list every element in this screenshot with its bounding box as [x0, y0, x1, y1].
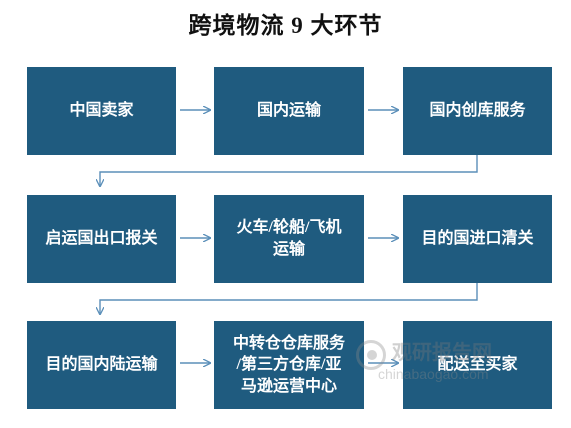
step-label: 配送至买家 — [437, 356, 518, 374]
arrow-3-4 — [100, 155, 478, 186]
step-label: 火车/轮船/飞机 运输 — [236, 219, 342, 258]
step-destination-inland-transport: 目的国内陆运输 — [27, 321, 176, 409]
step-label: 目的国进口清关 — [421, 230, 534, 248]
step-china-seller: 中国卖家 — [27, 67, 176, 155]
step-transit-warehouse: 中转仓仓库服务 /第三方仓库/亚 马逊运营中心 — [214, 321, 364, 409]
step-label: 国内创库服务 — [429, 102, 526, 120]
step-label: 中转仓仓库服务 /第三方仓库/亚 马逊运营中心 — [232, 334, 345, 395]
step-deliver-to-buyer: 配送至买家 — [403, 321, 552, 409]
step-label: 启运国出口报关 — [45, 230, 158, 248]
step-domestic-transport: 国内运输 — [214, 67, 364, 155]
step-label: 目的国内陆运输 — [45, 356, 158, 374]
step-domestic-warehouse: 国内创库服务 — [403, 67, 552, 155]
diagram-title: 跨境物流 9 大环节 — [188, 13, 383, 38]
arrow-6-7 — [100, 283, 478, 314]
step-label: 中国卖家 — [69, 102, 134, 120]
step-export-customs: 启运国出口报关 — [27, 195, 176, 283]
step-label: 国内运输 — [256, 102, 321, 120]
step-import-clearance: 目的国进口清关 — [403, 195, 552, 283]
step-international-transport: 火车/轮船/飞机 运输 — [214, 195, 364, 283]
